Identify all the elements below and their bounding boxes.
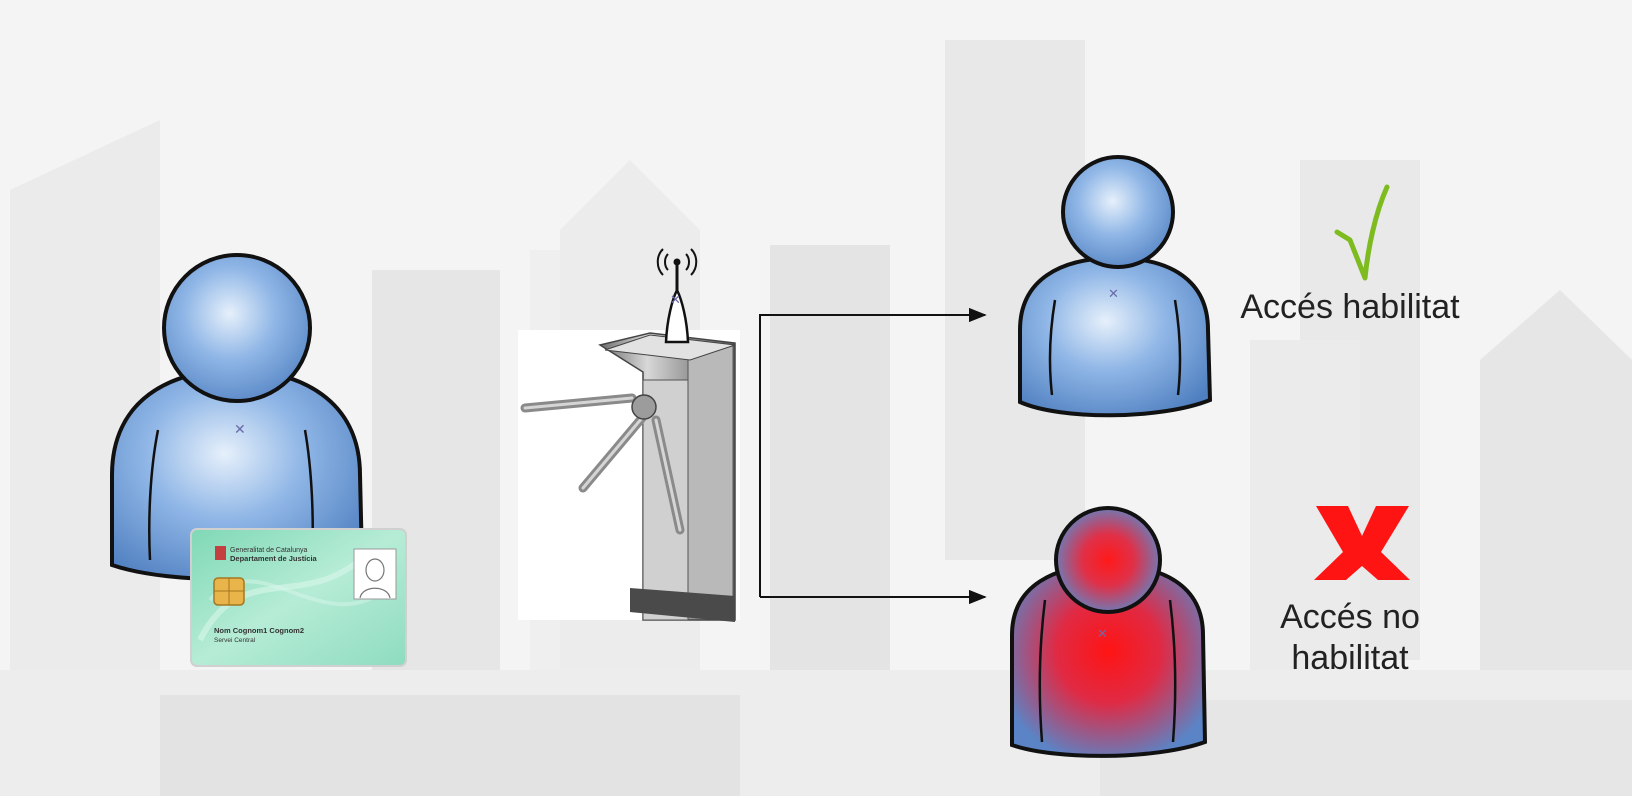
card-holder-role: Servei Central <box>214 637 256 644</box>
svg-text:✕: ✕ <box>234 422 246 438</box>
card-issuer-line2: Departament de Justícia <box>230 554 318 563</box>
access-denied-label: Accés no habilitat <box>1195 597 1505 679</box>
turnstile-icon <box>518 330 740 622</box>
svg-text:✕: ✕ <box>1108 287 1119 302</box>
id-card-icon: Generalitat de Catalunya Departament de … <box>191 529 406 666</box>
svg-text:✕: ✕ <box>670 293 681 308</box>
access-granted-text: Accés habilitat <box>1240 288 1459 326</box>
access-denied-line2: habilitat <box>1195 638 1505 679</box>
access-granted-label: Accés habilitat <box>1180 287 1520 328</box>
svg-text:✕: ✕ <box>1097 627 1108 642</box>
card-holder-name: Nom Cognom1 Cognom2 <box>214 626 304 635</box>
access-denied-line1: Accés no <box>1195 597 1505 638</box>
card-issuer-line1: Generalitat de Catalunya <box>230 547 308 554</box>
